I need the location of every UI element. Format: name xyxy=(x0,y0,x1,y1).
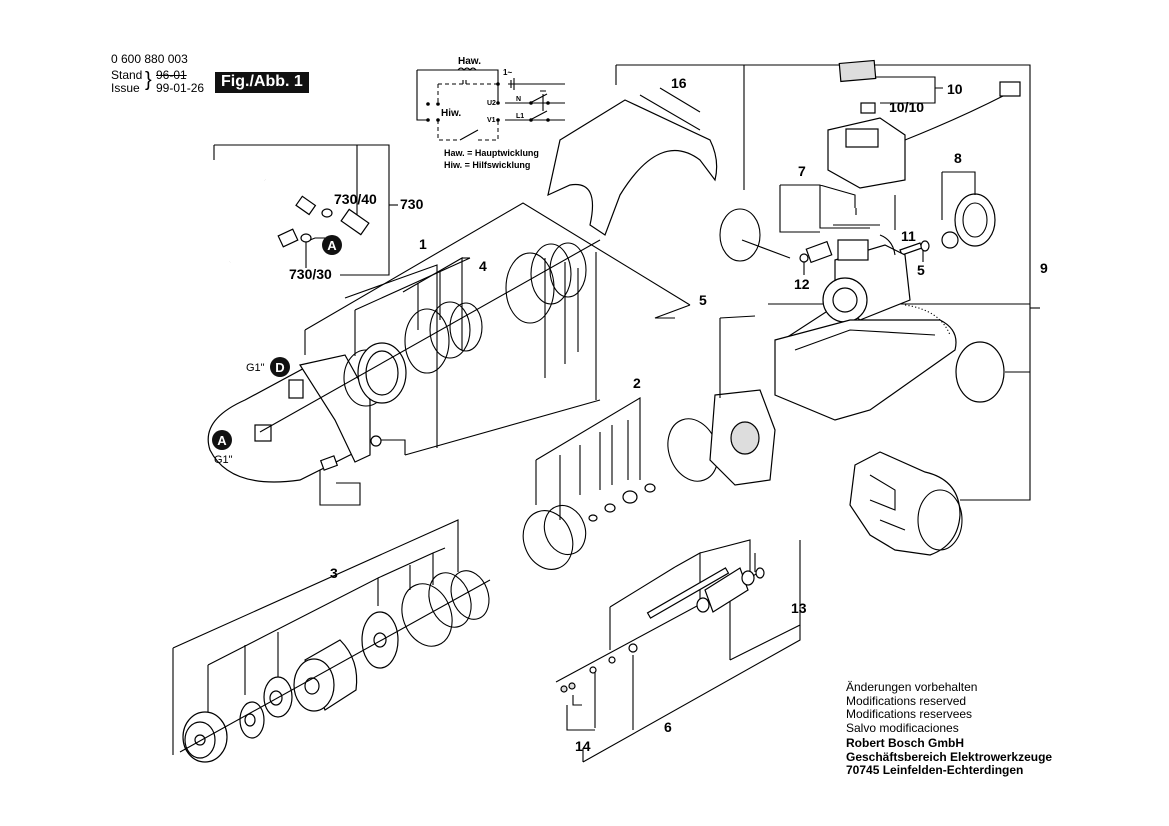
impeller-stack xyxy=(172,519,491,763)
capacitor-part xyxy=(805,240,833,264)
seal-group xyxy=(522,303,1030,570)
wiring-legend-hiw: Hiw. = Hilfswicklung xyxy=(444,160,531,170)
part-label-730: 730 xyxy=(400,196,424,212)
part-label-13: 13 xyxy=(791,600,807,616)
issue-label: Issue xyxy=(111,81,140,95)
stand-value-struck: 96-01 xyxy=(156,68,187,82)
rotor xyxy=(704,567,749,613)
fan-wheel xyxy=(941,231,959,249)
note-en: Modifications reserved xyxy=(846,693,967,708)
part-label-12: 12 xyxy=(794,276,810,292)
thread-label-inlet: G1" xyxy=(214,454,233,466)
company-address: 70745 Leinfelden-Echterdingen xyxy=(846,763,1024,777)
terminal-block xyxy=(837,239,869,261)
haw-label: Haw. xyxy=(458,56,481,67)
hiw-label: Hiw. xyxy=(441,108,462,119)
note-es: Salvo modificaciones xyxy=(846,720,959,735)
fan-cover-ring xyxy=(954,193,996,247)
figure-label: Fig./Abb. 1 xyxy=(215,72,309,93)
note-fr: Modifications reservees xyxy=(846,707,973,721)
switch-aux xyxy=(459,129,479,141)
hose-coupling-730-40 xyxy=(340,208,370,236)
part-label-7: 7 xyxy=(798,163,806,179)
company-name: Robert Bosch GmbH xyxy=(846,736,965,750)
capacitor xyxy=(462,80,467,84)
part-label-5-flange: 5 xyxy=(699,292,707,308)
part-label-4: 4 xyxy=(479,258,487,274)
part-label-5-motor: 5 xyxy=(917,262,925,278)
u2-label: U2 xyxy=(487,100,496,107)
stand-label: Stand xyxy=(111,68,143,82)
l1-label: L1 xyxy=(516,113,525,120)
supply-label: 1~ xyxy=(503,68,513,77)
brace-icon: } xyxy=(145,69,152,91)
switch-cover xyxy=(838,59,877,83)
part-number: 0 600 880 003 xyxy=(111,52,188,66)
company-division: Geschäftsbereich Elektrowerkzeuge xyxy=(846,749,1053,764)
motor-group xyxy=(547,59,1040,556)
part-label-2: 2 xyxy=(633,375,641,391)
wiring-schematic xyxy=(416,67,565,141)
part-label-10: 10 xyxy=(947,81,963,97)
motor-cover xyxy=(547,99,718,236)
lower-housing xyxy=(849,451,961,556)
part-label-11: 11 xyxy=(901,228,916,244)
part-label-3: 3 xyxy=(330,565,338,581)
part-label-730-40: 730/40 xyxy=(334,191,377,207)
part-label-1: 1 xyxy=(419,236,427,252)
part-label-8: 8 xyxy=(954,150,962,166)
footer-notes: Änderungen vorbehalten Modifications res… xyxy=(846,680,1053,778)
pump-housing-group xyxy=(207,202,691,506)
part-label-14: 14 xyxy=(575,738,591,754)
hose-seal-730-30 xyxy=(300,233,312,243)
part-label-6: 6 xyxy=(664,719,672,735)
outlet-port xyxy=(288,379,304,399)
n-label: N xyxy=(516,96,522,103)
hose-seal-730-40 xyxy=(321,208,333,218)
part-label-9: 9 xyxy=(1040,260,1048,276)
inlet-port xyxy=(254,424,272,442)
wiring-legend-haw: Haw. = Hauptwicklung xyxy=(444,148,539,158)
part-label-10-10: 10/10 xyxy=(889,99,925,115)
part-label-16: 16 xyxy=(671,75,687,91)
end-cap xyxy=(955,341,1005,403)
rotor-shaft xyxy=(646,567,730,619)
hose-assembly xyxy=(101,144,398,280)
main-winding-coil xyxy=(457,67,477,71)
connector-a-hose: A xyxy=(322,235,342,255)
issue-value: 99-01-26 xyxy=(156,81,205,95)
connector-a-inlet: A xyxy=(212,430,232,450)
rotor-shaft-group xyxy=(555,539,801,763)
connector-d-outlet: D xyxy=(270,357,290,377)
thread-label-outlet: G1" xyxy=(246,362,265,374)
v1-label: V1 xyxy=(487,117,496,124)
note-de: Änderungen vorbehalten xyxy=(846,680,978,694)
part-label-730-30: 730/30 xyxy=(289,266,332,282)
